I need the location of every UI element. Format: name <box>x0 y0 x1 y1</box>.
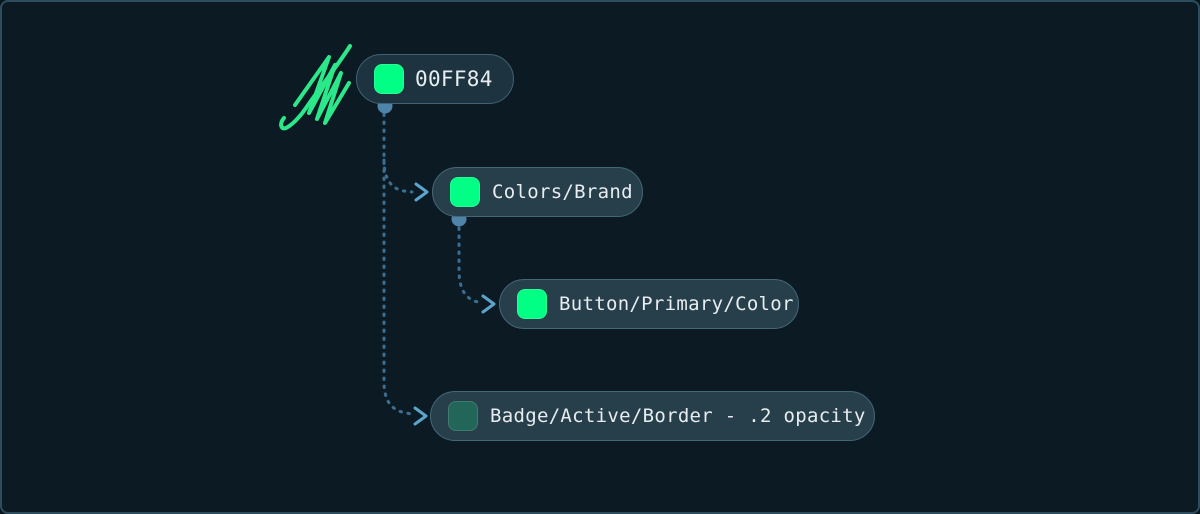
token-label: Button/Primary/Color <box>559 293 794 315</box>
token-node-badge-active-border[interactable]: Badge/Active/Border - .2 opacity <box>430 391 875 441</box>
color-swatch <box>448 401 478 431</box>
color-swatch <box>450 177 480 207</box>
token-label: 00FF84 <box>415 67 493 91</box>
connector-brand-to-button <box>457 226 483 304</box>
scribble-stroke <box>279 44 352 131</box>
connector-root-to-brand <box>382 158 414 194</box>
arrow-icon <box>481 294 496 314</box>
token-label: Badge/Active/Border - .2 opacity <box>490 405 866 427</box>
color-swatch <box>374 64 404 94</box>
connector-root-to-badge <box>382 112 413 416</box>
color-swatch <box>517 289 547 319</box>
arrow-icon <box>413 406 428 426</box>
token-node-colors-brand[interactable]: Colors/Brand <box>432 167 643 217</box>
arrow-icon <box>414 182 429 202</box>
token-label: Colors/Brand <box>492 181 633 203</box>
token-node-button-primary-color[interactable]: Button/Primary/Color <box>499 279 799 329</box>
scribble-stroke <box>293 55 351 125</box>
token-node-root[interactable]: 00FF84 <box>356 54 514 104</box>
scribble-annotation <box>279 44 352 131</box>
